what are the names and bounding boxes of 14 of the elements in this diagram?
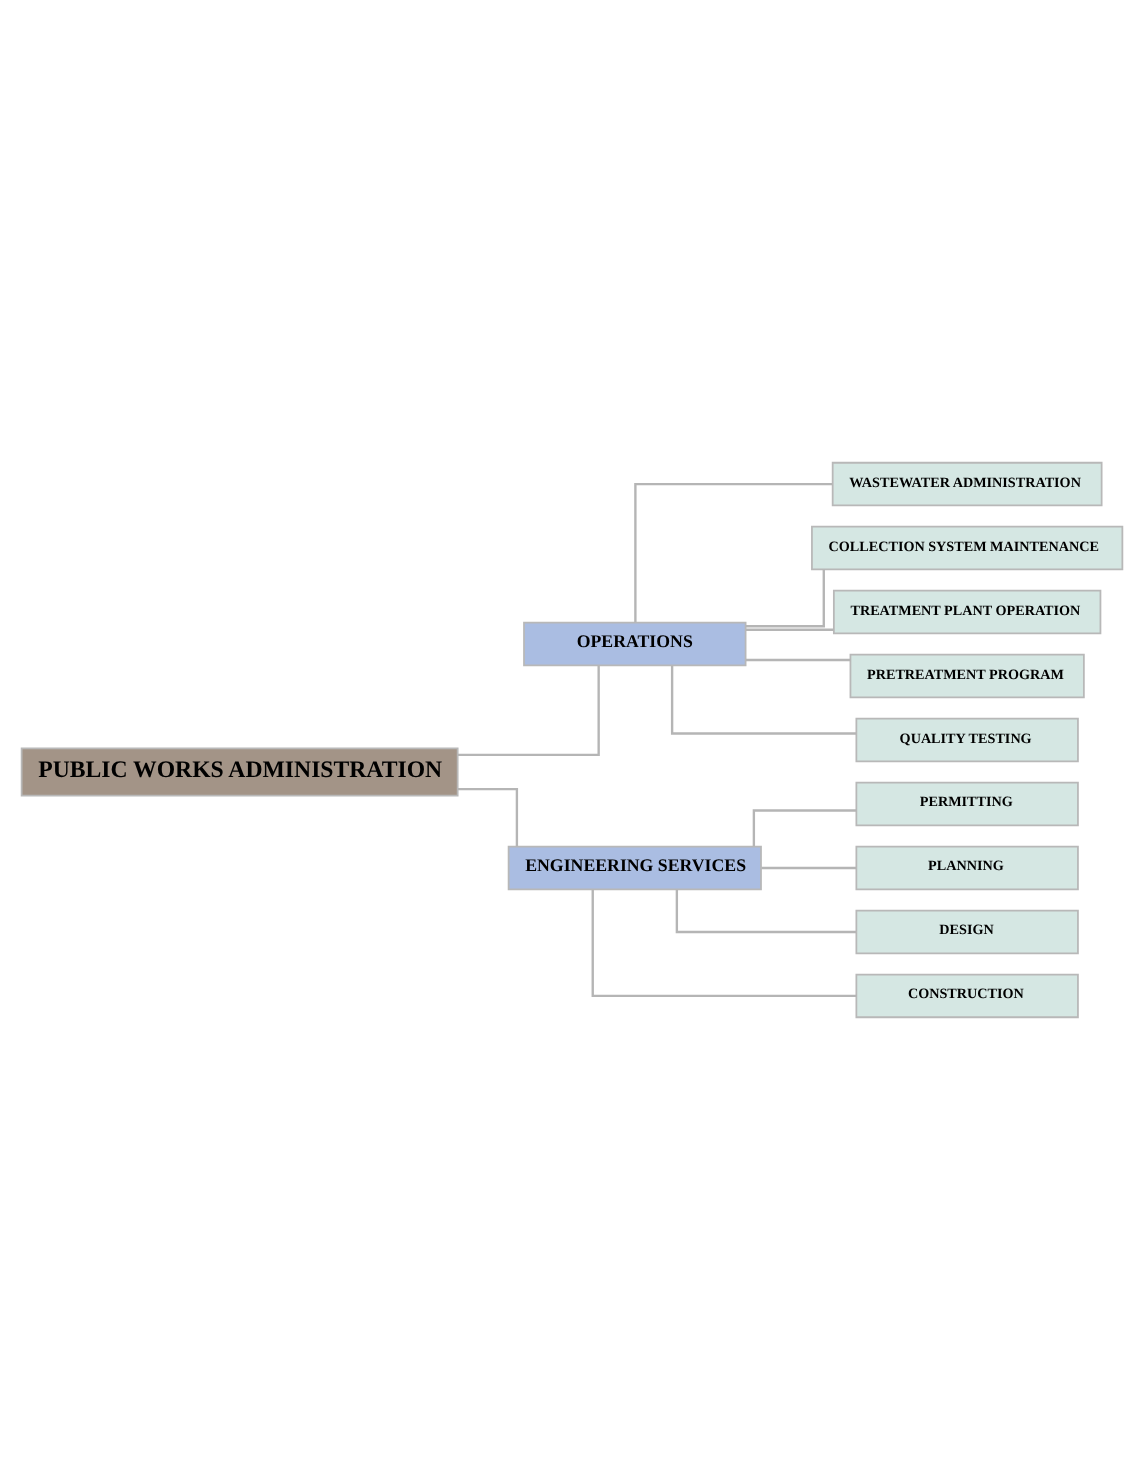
connector [675,889,857,934]
connector [761,866,857,870]
connector [634,482,833,623]
connector [745,628,834,631]
connector [457,788,519,847]
node-box: PUBLIC WORKS ADMINISTRATION [20,747,459,797]
connector [670,665,857,735]
node-box: OPERATIONS [523,621,747,667]
connector [745,658,851,662]
connector [457,665,600,756]
connector [745,569,825,628]
connector [752,809,857,847]
connector [591,889,857,998]
node-box: ENGINEERING SERVICES [507,845,762,891]
